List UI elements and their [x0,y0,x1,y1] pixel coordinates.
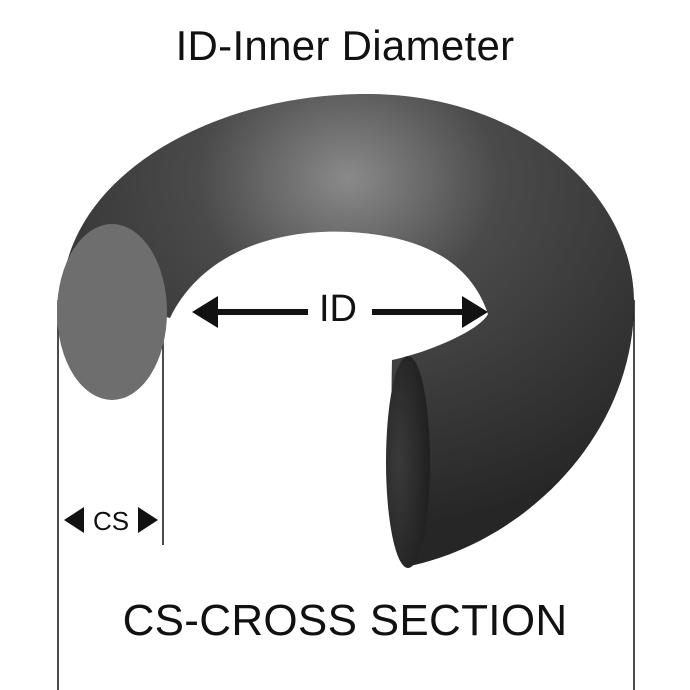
cs-label: CS [92,506,130,536]
cross-section-face [57,224,167,400]
id-arrow-left-head [192,296,218,328]
cs-arrow-left-head [64,507,84,533]
diagram-title: ID-Inner Diameter [175,22,515,69]
cross-section-caption: CS-CROSS SECTION [122,596,568,645]
cs-arrow-right-head [138,507,158,533]
id-label: ID [319,288,357,330]
ring-open-end [386,356,430,568]
o-ring-body [62,93,635,567]
id-arrow-right-head [462,296,488,328]
